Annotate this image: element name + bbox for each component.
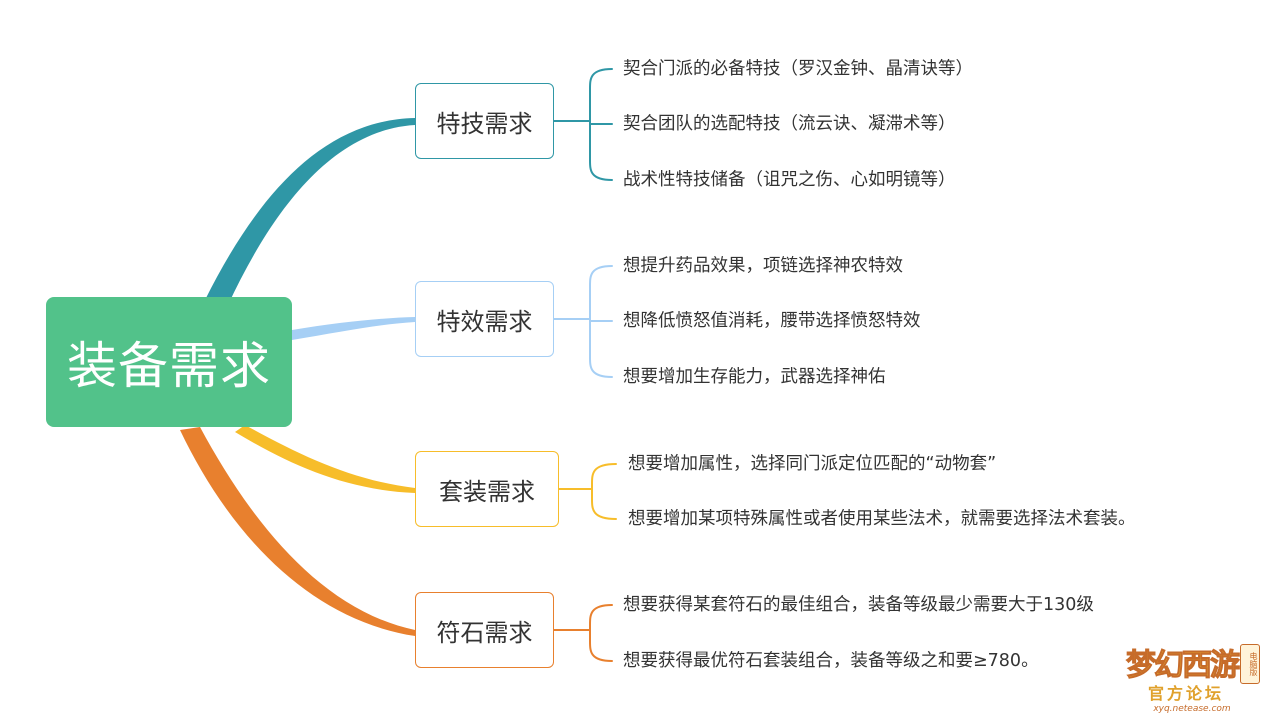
logo-badge: 电脑版 xyxy=(1240,644,1260,684)
logo-subtitle: 官方论坛 xyxy=(1147,684,1224,703)
root-link xyxy=(205,118,415,305)
logo-url: xyq.netease.com xyxy=(1153,704,1231,714)
leaf-item: 想要获得某套符石的最佳组合，装备等级最少需要大于130级 xyxy=(623,595,1094,615)
leaf-item: 想降低愤怒值消耗，腰带选择愤怒特效 xyxy=(623,311,921,331)
branch-rune: 符石需求 xyxy=(415,592,554,668)
root-label: 装备需求 xyxy=(67,337,271,395)
root-link xyxy=(235,425,415,493)
game-logo: 梦幻西游 电脑版 官方论坛 xyq.netease.com xyxy=(1122,636,1264,720)
branch-effect: 特效需求 xyxy=(415,281,554,357)
leaf-item: 想提升药品效果，项链选择神农特效 xyxy=(623,256,903,276)
logo-title: 梦幻西游 xyxy=(1126,648,1241,684)
leaf-item: 想要增加属性，选择同门派定位匹配的“动物套” xyxy=(628,454,997,474)
leaf-item: 想要增加生存能力，武器选择神佑 xyxy=(623,367,886,387)
root-link xyxy=(180,427,415,636)
branch-skill: 特技需求 xyxy=(415,83,554,159)
leaf-item: 想要获得最优符石套装组合，装备等级之和要≥780。 xyxy=(623,651,1039,671)
root-link xyxy=(292,317,415,340)
leaf-item: 契合团队的选配特技（流云诀、凝滞术等） xyxy=(623,114,956,134)
branch-label: 套装需求 xyxy=(439,477,535,506)
leaf-item: 契合门派的必备特技（罗汉金钟、晶清诀等） xyxy=(623,59,973,79)
leaf-item: 战术性特技储备（诅咒之伤、心如明镜等） xyxy=(623,170,956,190)
branch-label: 特技需求 xyxy=(436,109,533,138)
branch-label: 符石需求 xyxy=(436,618,533,647)
branch-label: 特效需求 xyxy=(436,307,533,336)
branch-set: 套装需求 xyxy=(415,451,559,527)
bracket-curve xyxy=(589,604,613,662)
root-node: 装备需求 xyxy=(46,297,292,427)
bracket-curve xyxy=(591,463,617,520)
leaf-item: 想要增加某项特殊属性或者使用某些法术，就需要选择法术套装。 xyxy=(628,509,1136,529)
